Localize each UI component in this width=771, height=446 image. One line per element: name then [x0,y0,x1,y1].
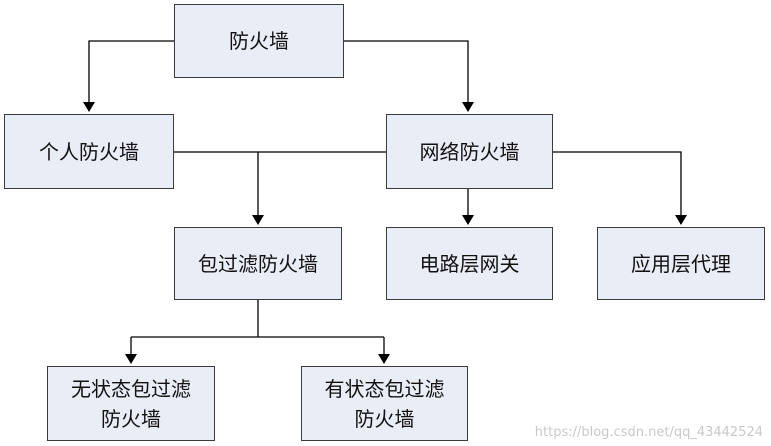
node-circuit-gateway-label: 电路层网关 [419,251,520,276]
node-stateless-packet-filter: 无状态包过滤 防火墙 [47,366,215,441]
node-stateless-line-2: 防火墙 [101,406,161,431]
node-firewall-label: 防火墙 [229,29,289,53]
node-application-proxy-label: 应用层代理 [631,251,731,276]
node-network-firewall: 网络防火墙 [386,114,553,189]
node-stateless-line-1: 无状态包过滤 [71,376,191,401]
node-personal-firewall: 个人防火墙 [4,114,174,189]
edge-network-app [553,151,687,225]
edge-root-personal [83,40,174,112]
node-packet-filter-firewall: 包过滤防火墙 [174,227,342,300]
watermark-text: https://blog.csdn.net/qq_43442524 [534,425,763,440]
node-personal-firewall-label: 个人防火墙 [39,139,139,164]
node-circuit-gateway: 电路层网关 [386,227,553,300]
node-stateful-packet-filter: 有状态包过滤 防火墙 [301,366,468,441]
node-network-firewall-label: 网络防火墙 [419,139,520,164]
edge-root-network [344,40,474,112]
node-application-proxy: 应用层代理 [597,227,765,300]
node-stateful-line-1: 有状态包过滤 [324,376,445,401]
node-firewall: 防火墙 [174,4,344,78]
node-stateful-line-2: 防火墙 [354,406,415,431]
node-packet-filter-firewall-label: 包过滤防火墙 [198,251,318,276]
